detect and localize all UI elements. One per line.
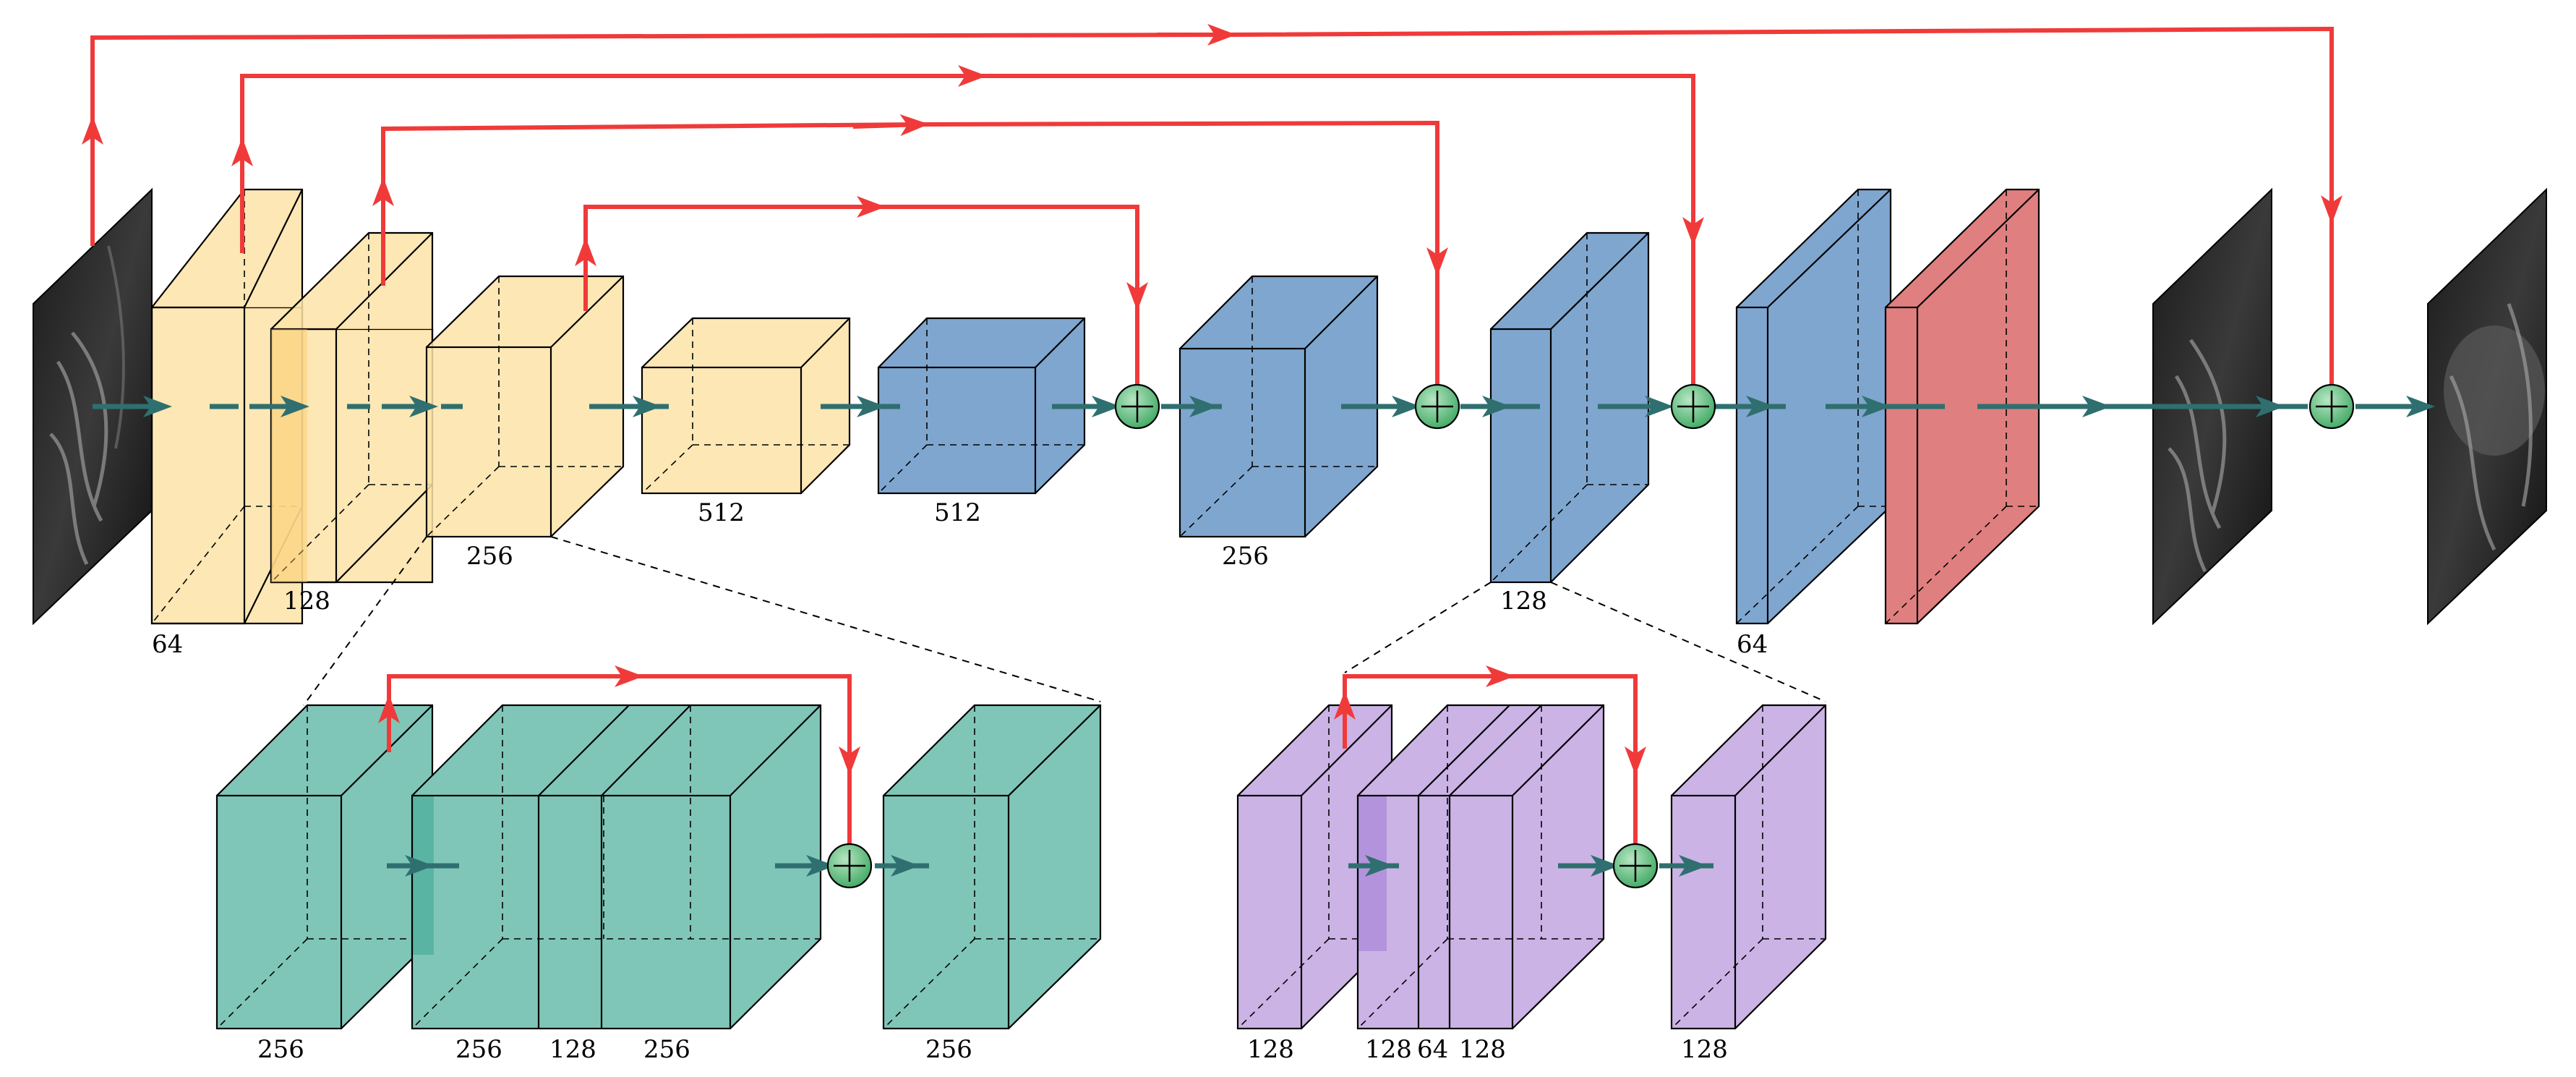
label-enc-128: 128 (283, 587, 330, 616)
sum-node-3 (1670, 383, 1716, 430)
res-output-box (882, 704, 1102, 1030)
label-dec-128: 128 (1500, 587, 1547, 616)
label-res-in: 256 (257, 1035, 304, 1064)
label-res-mid1: 256 (455, 1035, 502, 1064)
decoder-block-detail: 128 128 64 128 128 (1236, 665, 1827, 1064)
label-enc-512: 512 (698, 498, 745, 527)
label-dblk-out: 128 (1681, 1035, 1728, 1064)
label-res-mid2: 128 (549, 1035, 596, 1064)
sum-node-4 (2308, 383, 2355, 430)
label-dec-64: 64 (1737, 630, 1768, 659)
bottleneck-block-512 (877, 317, 1086, 495)
encoder-block-512 (641, 317, 851, 495)
zoom-lines (303, 536, 1826, 706)
label-dec-256: 256 (1222, 542, 1269, 571)
label-res-mid3: 256 (643, 1035, 690, 1064)
res-sum-node (826, 843, 873, 889)
label-res-out: 256 (925, 1035, 972, 1064)
label-dblk-in: 128 (1247, 1035, 1294, 1064)
label-dblk-mid3: 128 (1459, 1035, 1506, 1064)
label-dblk-mid1: 128 (1365, 1035, 1412, 1064)
label-enc-64: 64 (152, 630, 183, 659)
label-enc-256: 256 (466, 542, 513, 571)
sum-node-2 (1414, 383, 1460, 430)
output-image (2427, 187, 2547, 626)
encoder-block-256 (425, 275, 625, 538)
dblk-output-box (1670, 704, 1827, 1030)
residual-block-detail: 256 256 128 256 256 (215, 665, 1102, 1064)
skip-connections (82, 24, 2342, 385)
encoder-block-128 (270, 231, 434, 584)
output-conv-block (1884, 188, 2040, 625)
res-middle-box (411, 704, 822, 1030)
dblk-sum-node (1612, 843, 1659, 889)
dblk-middle-box (1356, 704, 1605, 1030)
label-dblk-mid2: 64 (1417, 1035, 1448, 1064)
label-bott-512: 512 (934, 498, 981, 527)
sum-node-1 (1114, 383, 1160, 430)
